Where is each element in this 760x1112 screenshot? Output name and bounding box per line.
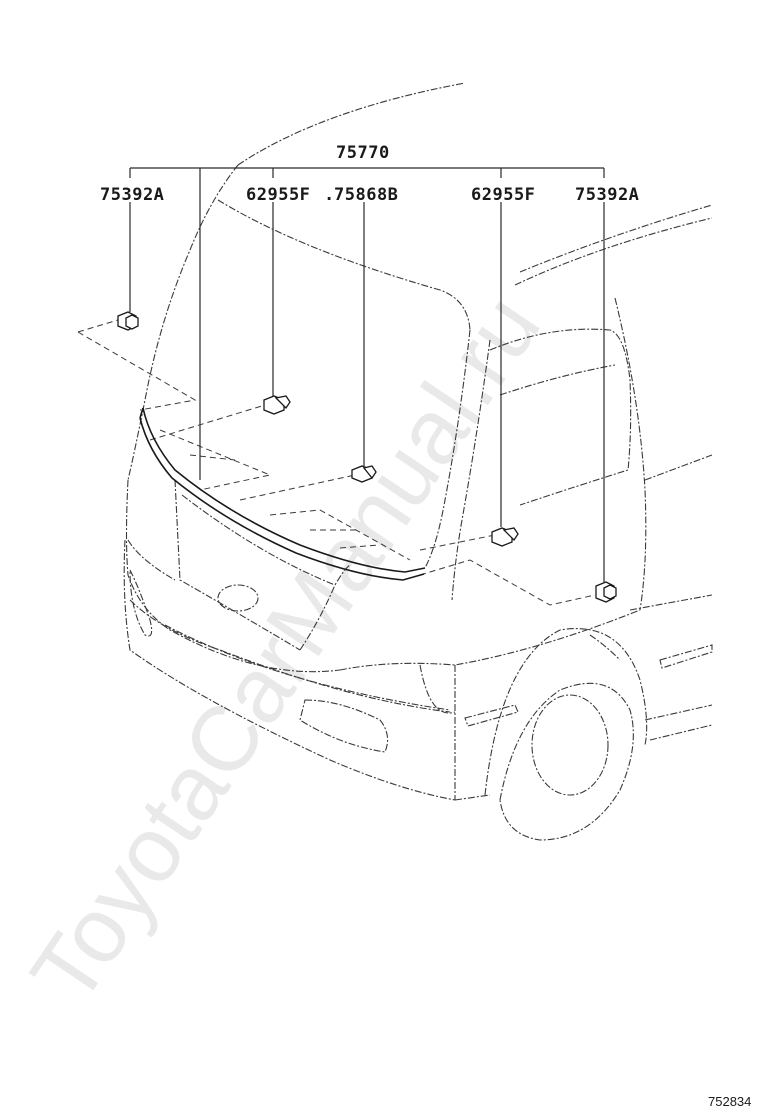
- callout-leaders: [129, 167, 605, 582]
- clip-75392A-right: [595, 581, 617, 603]
- callout-part-0: 75392A: [100, 185, 164, 205]
- clip-62955F-right: [491, 527, 519, 547]
- diagram-id: 752834: [708, 1094, 751, 1109]
- back-door-moulding: [139, 407, 426, 581]
- clip-75392A-left: [117, 311, 139, 331]
- callout-part-1: 62955F: [246, 185, 310, 205]
- callout-main-part: 75770: [336, 143, 390, 163]
- clip-62955F-left: [263, 395, 291, 415]
- clip-75868B: [351, 465, 377, 483]
- callout-separator: .: [324, 185, 335, 205]
- watermark-text: ToyotaCarManual.ru: [12, 277, 560, 1021]
- callout-part-3: 62955F: [471, 185, 535, 205]
- callout-part-2: 75868B: [334, 185, 398, 205]
- callout-part-4: 75392A: [575, 185, 639, 205]
- vehicle-outline: [77, 82, 713, 841]
